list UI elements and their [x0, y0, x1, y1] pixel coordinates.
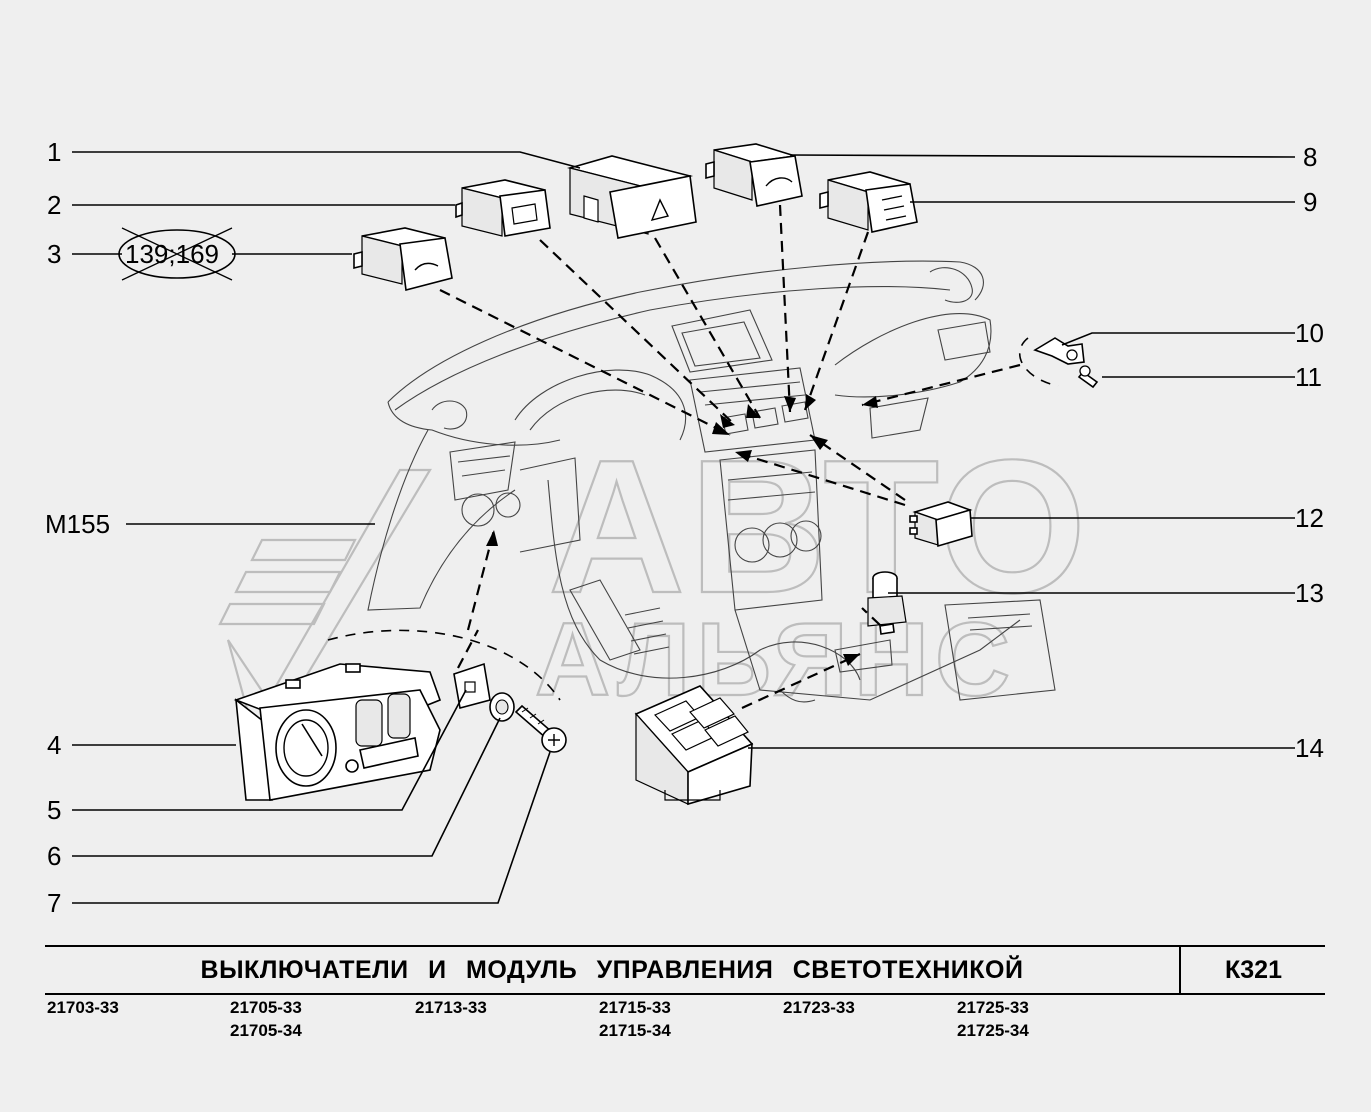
leader-lines [72, 151, 1296, 904]
callout-14: 14 [1295, 733, 1324, 763]
title-block: ВЫКЛЮЧАТЕЛИ И МОДУЛЬ УПРАВЛЕНИЯ СВЕТОТЕХ… [45, 945, 1325, 995]
model-column-5: 21723-33 [783, 996, 855, 1019]
model-code: 21705-33 [230, 998, 302, 1017]
model-code: 21723-33 [783, 998, 855, 1017]
callout-m155: М155 [45, 509, 110, 539]
callout-8: 8 [1303, 142, 1317, 172]
page-title: ВЫКЛЮЧАТЕЛИ И МОДУЛЬ УПРАВЛЕНИЯ СВЕТОТЕХ… [200, 956, 1024, 984]
callout-4: 4 [47, 730, 61, 760]
model-code: 21705-34 [230, 1021, 302, 1040]
watermark-line-1: АВТО [548, 421, 1090, 633]
model-column-4: 21715-33 21715-34 [599, 996, 671, 1042]
part-small-screw [1077, 365, 1099, 389]
model-code: 21715-33 [599, 998, 671, 1017]
callout-10: 10 [1295, 318, 1324, 348]
callout-labels: 1 2 3 139;169 4 5 6 7 М155 8 9 10 11 12 … [45, 137, 1324, 918]
dashed-arc-bracket [1018, 337, 1059, 387]
callout-12: 12 [1295, 503, 1324, 533]
part-bracket [1033, 337, 1085, 365]
rear-defrost-icon [511, 203, 538, 225]
fog-lamp-icon [881, 195, 907, 221]
part-small-switch [909, 501, 973, 548]
part-lighting-control-module [233, 663, 442, 801]
model-code: 21715-34 [599, 1021, 671, 1040]
watermark-line-2: АЛЬЯНС [535, 602, 1016, 718]
model-code: 21725-33 [957, 998, 1029, 1017]
part-washer [489, 692, 515, 722]
callout-6: 6 [47, 841, 61, 871]
excluded-models-mark [118, 227, 236, 281]
model-code: 21703-33 [47, 998, 119, 1017]
sheet-code: К321 [1225, 956, 1282, 984]
dashed-arc-module [327, 629, 561, 701]
model-column-6: 21725-33 21725-34 [957, 996, 1029, 1042]
part-trunk-switch [705, 143, 803, 207]
callout-2: 2 [47, 190, 61, 220]
callout-9: 9 [1303, 187, 1317, 217]
callout-7: 7 [47, 888, 61, 918]
part-seat-heater-switch-block [634, 685, 754, 806]
dashboard-panel [367, 260, 1056, 703]
callout-11: 11 [1295, 362, 1322, 392]
part-windshield-heater-switch [353, 227, 453, 292]
excluded-models-label: 139;169 [125, 239, 219, 269]
assembly-arrows [439, 204, 1021, 710]
part-cigarette-lighter [867, 571, 907, 635]
model-column-2: 21705-33 21705-34 [230, 996, 302, 1042]
hazard-triangle-icon [650, 198, 670, 222]
trunk-icon [765, 177, 793, 187]
model-code: 21725-34 [957, 1021, 1029, 1040]
part-hazard-switch [566, 155, 697, 239]
watermark: АВТО АЛЬЯНС [218, 420, 1090, 722]
model-code: 21713-33 [415, 998, 487, 1017]
callout-1: 1 [47, 137, 61, 167]
model-column-3: 21713-33 [415, 996, 487, 1019]
part-rear-defrost-switch [455, 179, 551, 237]
parts-diagram: АВТО АЛЬЯНС [45, 137, 1324, 918]
windshield-heater-icon [414, 262, 439, 271]
callout-3: 3 [47, 239, 61, 269]
callout-13: 13 [1295, 578, 1324, 608]
part-fog-lamp-switch [819, 171, 918, 233]
model-column-1: 21703-33 [47, 996, 119, 1019]
part-screw [514, 704, 567, 753]
callout-5: 5 [47, 795, 61, 825]
title-divider [1179, 947, 1181, 993]
